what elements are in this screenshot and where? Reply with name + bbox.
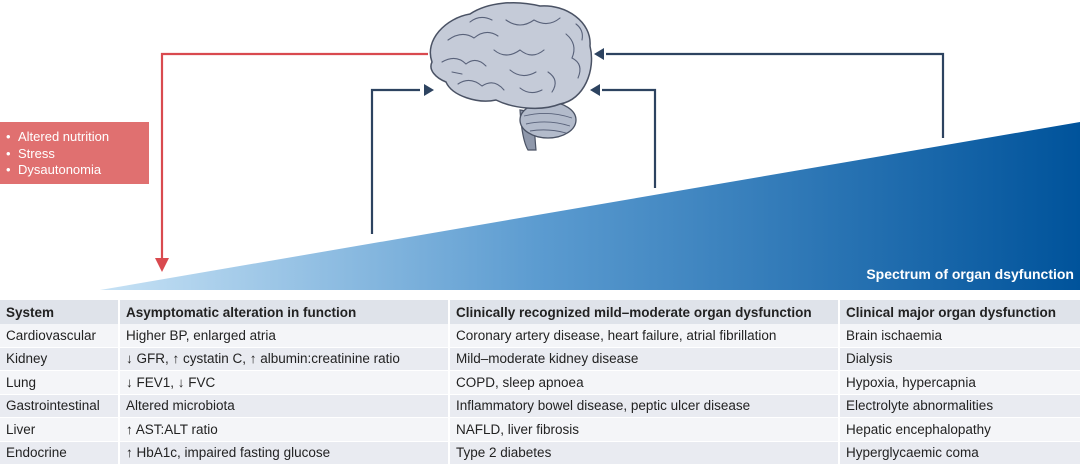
- table-cell: ↓ FEV1, ↓ FVC: [118, 370, 449, 395]
- table-cell: ↑ AST:ALT ratio: [118, 417, 449, 442]
- table-row: Kidney ↓ GFR, ↑ cystatin C, ↑ albumin:cr…: [0, 347, 1080, 371]
- table-cell: Liver: [0, 417, 119, 442]
- column-header-system: System: [0, 300, 119, 324]
- table-cell: Hyperglycaemic coma: [838, 441, 1080, 465]
- table-row: Gastrointestinal Altered microbiota Infl…: [0, 394, 1080, 418]
- table-header-row: System Asymptomatic alteration in functi…: [0, 300, 1080, 324]
- factor-item: •Dysautonomia: [6, 162, 102, 177]
- table-cell: COPD, sleep apnoea: [448, 370, 839, 395]
- navy-arrows: [370, 52, 945, 234]
- brain-icon: [429, 1, 593, 151]
- table-cell: Higher BP, enlarged atria: [118, 324, 449, 348]
- spectrum-label: Spectrum of organ dsyfunction: [866, 266, 1074, 282]
- table-cell: Cardiovascular: [0, 324, 119, 348]
- spectrum-wedge: [100, 122, 1080, 290]
- table-cell: Dialysis: [838, 347, 1080, 371]
- column-header-mild-moderate: Clinically recognized mild–moderate orga…: [448, 300, 839, 324]
- column-header-asymptomatic: Asymptomatic alteration in function: [118, 300, 449, 324]
- navy-arrowhead-right-inner: [590, 84, 600, 96]
- table-cell: Coronary artery disease, heart failure, …: [448, 324, 839, 348]
- contributing-factors-box: •Altered nutrition •Stress •Dysautonomia: [0, 122, 149, 184]
- organ-brain-diagram: [100, 1, 1080, 290]
- table-cell: ↓ GFR, ↑ cystatin C, ↑ albumin:creatinin…: [118, 347, 449, 371]
- table-cell: Altered microbiota: [118, 394, 449, 418]
- table-cell: Mild–moderate kidney disease: [448, 347, 839, 371]
- table-cell: Type 2 diabetes: [448, 441, 839, 465]
- organ-dysfunction-table: System Asymptomatic alteration in functi…: [0, 300, 1080, 465]
- table-cell: Gastrointestinal: [0, 394, 119, 418]
- table-cell: Kidney: [0, 347, 119, 371]
- factor-item: •Stress: [6, 145, 55, 161]
- table-cell: Inflammatory bowel disease, peptic ulcer…: [448, 394, 839, 418]
- table-cell: Brain ischaemia: [838, 324, 1080, 348]
- table-row: Endocrine ↑ HbA1c, impaired fasting gluc…: [0, 441, 1080, 465]
- table-cell: Electrolyte abnormalities: [838, 394, 1080, 418]
- navy-arrowhead-right-outer: [594, 48, 604, 60]
- factor-item: •Altered nutrition: [6, 129, 110, 144]
- red-feedback-arrow: [160, 52, 428, 262]
- column-header-major: Clinical major organ dysfunction: [838, 300, 1080, 324]
- table-cell: Lung: [0, 370, 119, 395]
- table-cell: Hypoxia, hypercapnia: [838, 370, 1080, 395]
- red-arrowhead-down: [155, 258, 169, 272]
- table-cell: ↑ HbA1c, impaired fasting glucose: [118, 441, 449, 465]
- table-cell: Endocrine: [0, 441, 119, 465]
- table-row: Cardiovascular Higher BP, enlarged atria…: [0, 324, 1080, 348]
- navy-arrowhead-left-inner: [424, 84, 434, 96]
- table-row: Lung ↓ FEV1, ↓ FVC COPD, sleep apnoea Hy…: [0, 370, 1080, 395]
- table-cell: NAFLD, liver fibrosis: [448, 417, 839, 442]
- table-cell: Hepatic encephalopathy: [838, 417, 1080, 442]
- table-row: Liver ↑ AST:ALT ratio NAFLD, liver fibro…: [0, 417, 1080, 442]
